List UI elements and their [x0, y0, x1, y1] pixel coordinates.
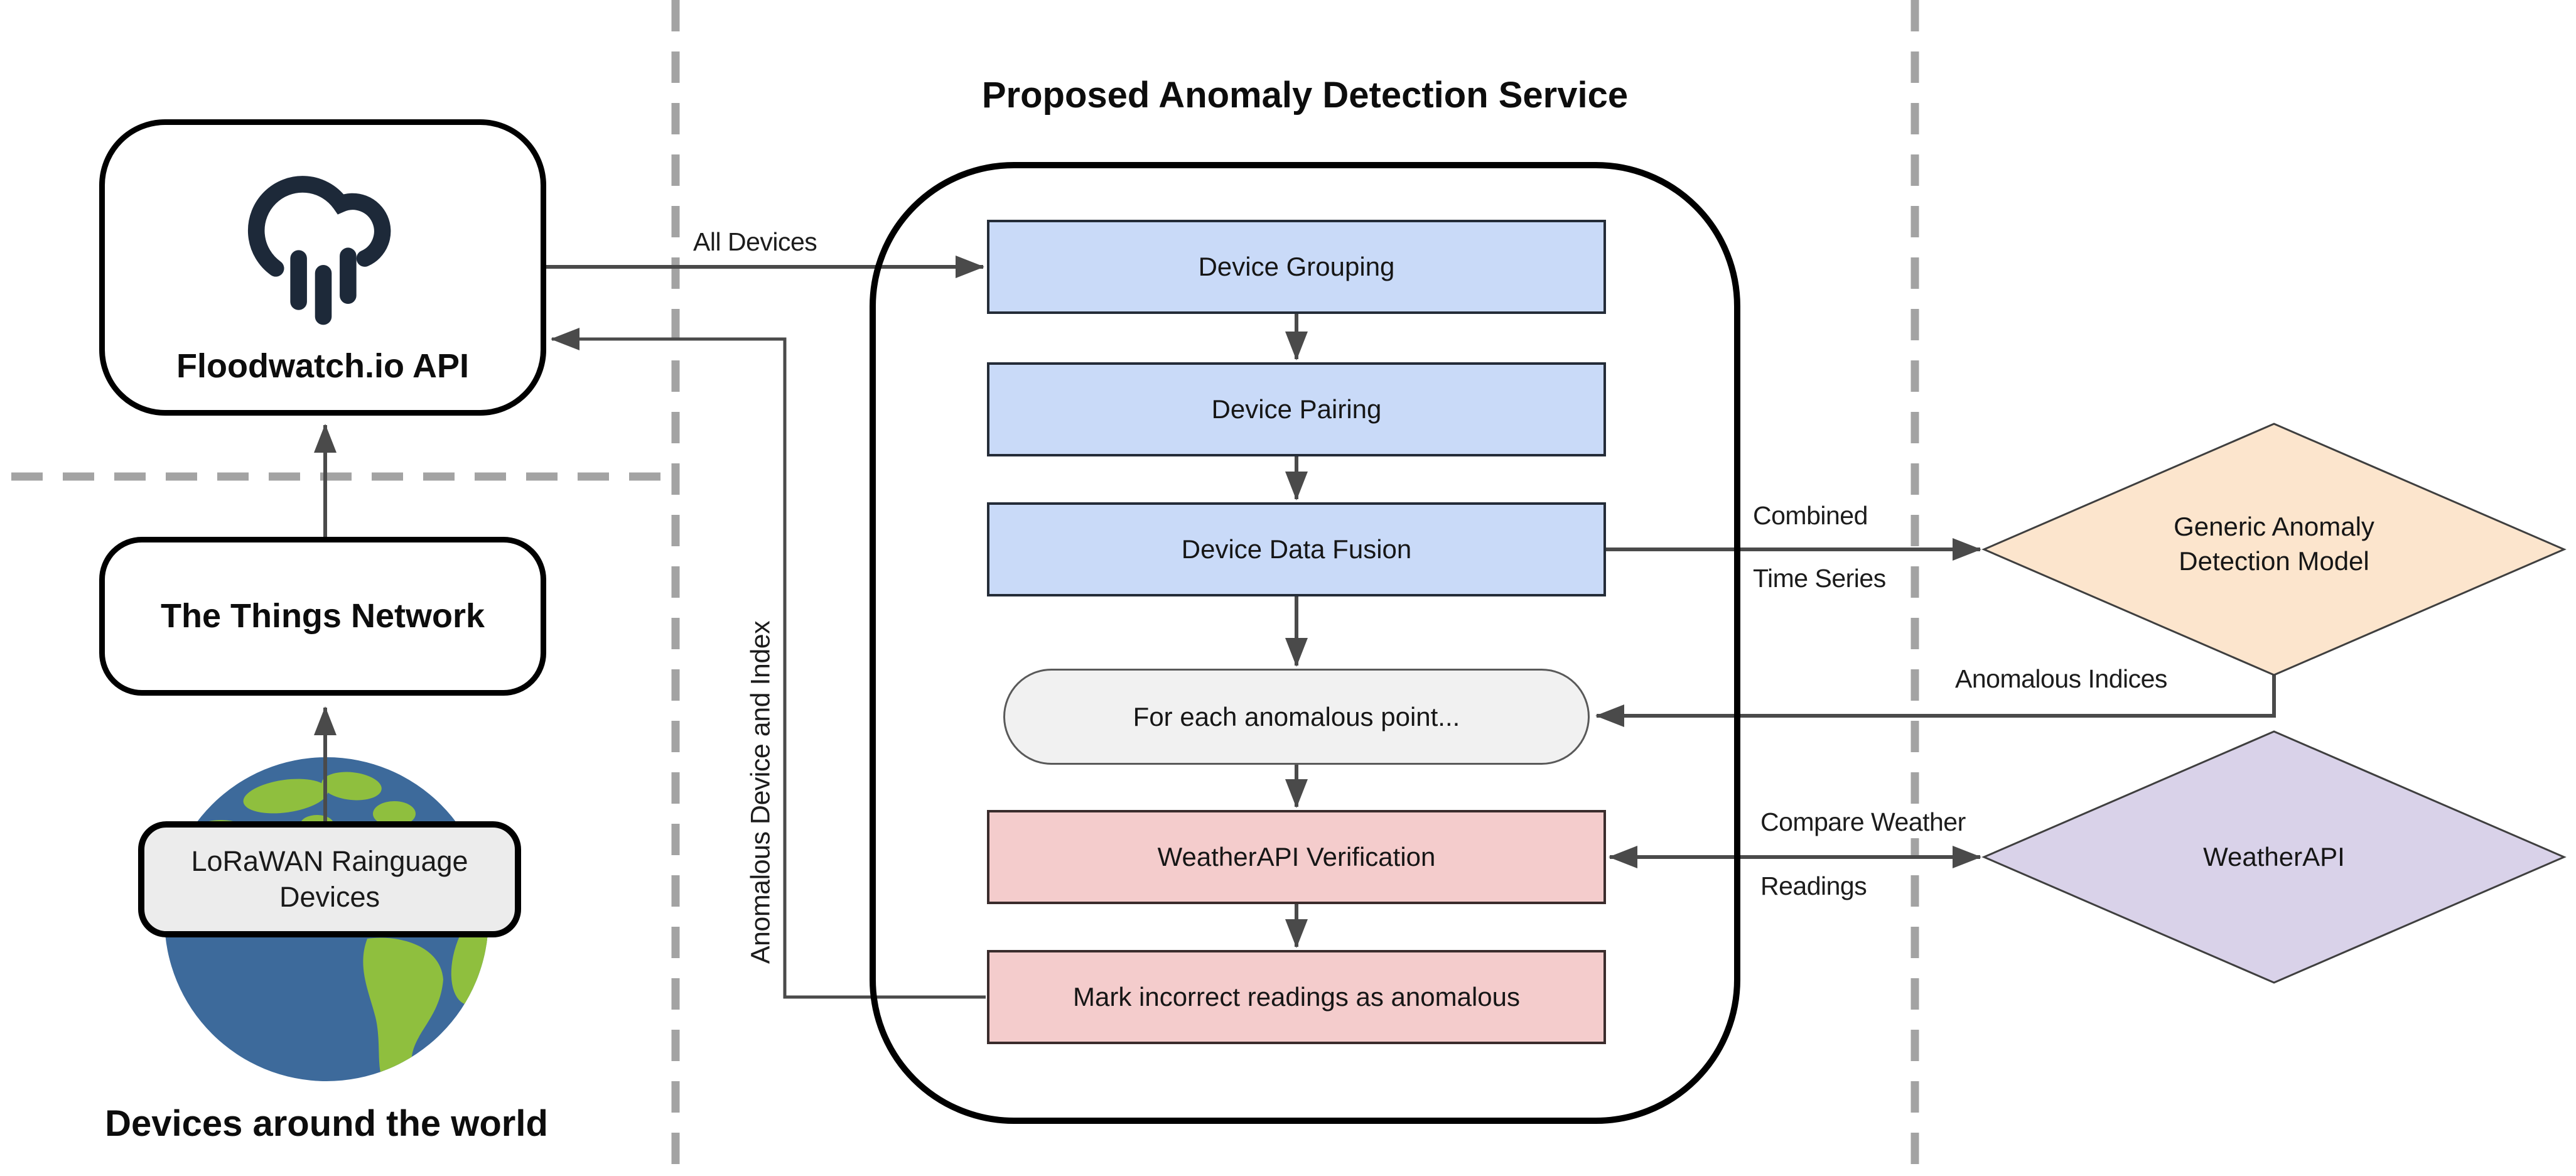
arrow-anomalous-indices	[1595, 675, 2276, 727]
edge-label-anomalous-indices: Anomalous Indices	[1951, 663, 2171, 695]
lorawan-devices-node: LoRaWAN Rainguage Devices	[138, 821, 521, 937]
step-device-pairing: Device Pairing	[987, 362, 1606, 456]
generic-anomaly-model-label-line1: Generic Anomaly	[2174, 512, 2374, 541]
step-device-data-fusion-label: Device Data Fusion	[1181, 534, 1412, 564]
step-device-grouping: Device Grouping	[987, 220, 1606, 314]
step-device-data-fusion: Device Data Fusion	[987, 502, 1606, 596]
floodwatch-api-label: Floodwatch.io API	[176, 347, 469, 385]
service-container	[870, 162, 1740, 1124]
generic-anomaly-model-label: Generic Anomaly Detection Model	[2142, 510, 2406, 578]
edge-label-all-devices: All Devices	[689, 226, 821, 258]
edge-label-readings: Readings	[1757, 870, 1871, 902]
edge-label-combined: Combined	[1749, 500, 1872, 532]
step-weatherapi-verification-label: WeatherAPI Verification	[1157, 842, 1436, 871]
things-network-label: The Things Network	[160, 597, 485, 635]
rain-cloud-icon	[247, 176, 391, 325]
step-device-pairing-label: Device Pairing	[1211, 394, 1382, 424]
edge-label-compare-weather: Compare Weather	[1757, 806, 1970, 838]
generic-anomaly-model-label-line2: Detection Model	[2179, 546, 2369, 576]
edge-label-time-series: Time Series	[1749, 563, 1890, 595]
step-mark-anomalous-label: Mark incorrect readings as anomalous	[1073, 982, 1520, 1011]
lorawan-devices-label: LoRaWAN Rainguage Devices	[191, 845, 468, 913]
loop-pill: For each anomalous point...	[1003, 669, 1590, 765]
weatherapi-label: WeatherAPI	[2203, 842, 2345, 871]
generic-anomaly-model-diamond	[1981, 423, 2567, 676]
boundary-dashed-lines	[11, 0, 1919, 1176]
devices-caption: Devices around the world	[105, 1103, 548, 1144]
step-device-grouping-label: Device Grouping	[1198, 252, 1395, 281]
edge-label-anomalous-device-and-index: Anomalous Device and Index	[745, 620, 776, 964]
step-weatherapi-verification: WeatherAPI Verification	[987, 810, 1606, 904]
things-network-node	[99, 537, 546, 696]
loop-pill-label: For each anomalous point...	[1133, 701, 1460, 731]
step-mark-anomalous: Mark incorrect readings as anomalous	[987, 950, 1606, 1044]
weatherapi-diamond	[1981, 730, 2567, 984]
service-title: Proposed Anomaly Detection Service	[981, 75, 1629, 116]
